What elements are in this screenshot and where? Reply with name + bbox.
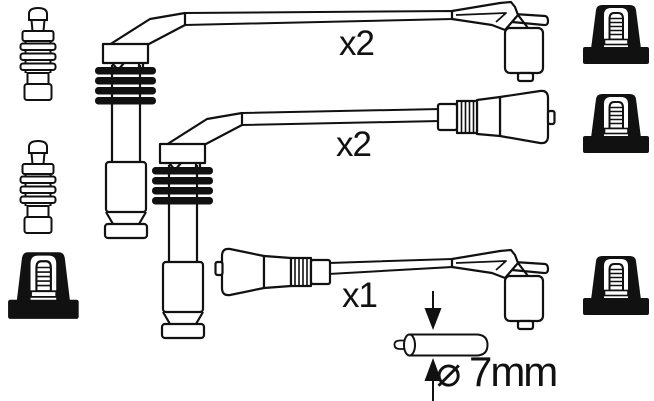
coil-boot-icon (582, 255, 650, 316)
cable-2-straight-boot (436, 89, 556, 145)
cable-1-coil-boot (450, 0, 550, 83)
cable-1 (93, 0, 550, 240)
cable-cross-section (408, 333, 489, 357)
arrow-down-icon (424, 308, 442, 330)
arrow-up-icon (424, 358, 442, 381)
spark-plug-terminal-icon (19, 7, 57, 101)
cable-3-quantity-label: x1 (342, 276, 378, 315)
spark-plug-terminal-icon (19, 140, 57, 234)
coil-boot-icon (582, 4, 650, 65)
cable-2-wire (241, 107, 441, 127)
diameter-measurement (393, 291, 489, 401)
cable-2-spark-plug-boot (150, 111, 244, 340)
coil-boot-icon (6, 251, 80, 321)
cable-cut-face (403, 333, 416, 357)
cable-2 (150, 89, 556, 340)
cable-3-straight-boot (214, 247, 332, 297)
cable-diameter-label: ⌀ 7mm (436, 348, 558, 395)
cable-1-quantity-label: x2 (339, 24, 375, 63)
coil-boot-icon (582, 93, 650, 154)
cable-3 (214, 247, 550, 331)
cable-1-wire (184, 9, 453, 27)
cable-2-quantity-label: x2 (336, 125, 372, 164)
cable-3-wire (328, 257, 453, 276)
cable-3-coil-boot (450, 248, 550, 331)
